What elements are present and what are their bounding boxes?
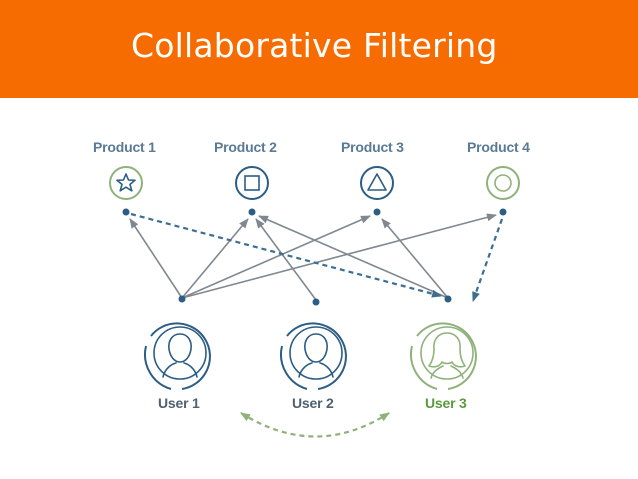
arrow-user3-product3 — [381, 218, 449, 299]
similarity-arrow-user1-user3 — [240, 412, 390, 438]
product-label-1: Product 1 — [93, 139, 156, 155]
arrow-user1-product2 — [181, 218, 249, 299]
user-node-1 — [178, 295, 186, 303]
male-user-icon — [280, 322, 347, 390]
triangle-icon — [360, 166, 394, 200]
product-label-2: Product 2 — [214, 139, 277, 155]
user-label-2: User 2 — [292, 395, 334, 411]
arrow-user1-product4 — [181, 213, 497, 299]
arrow-user1-product1 — [129, 218, 183, 299]
product-label-3: Product 3 — [341, 139, 404, 155]
arrow-user1-product3 — [181, 215, 371, 299]
header-bar: Collaborative Filtering — [0, 0, 638, 98]
circle-icon — [486, 166, 520, 200]
recommendation-arrow-product1-user3 — [130, 212, 442, 298]
slide-title: Collaborative Filtering — [131, 26, 498, 65]
arrow-user3-product2 — [258, 215, 449, 299]
product-node-2 — [248, 208, 256, 216]
square-icon — [235, 166, 269, 200]
female-user-icon — [410, 322, 477, 390]
user-node-2 — [312, 298, 320, 306]
user-label-1: User 1 — [158, 395, 200, 411]
arrow-user2-product2 — [255, 218, 317, 301]
male-user-icon — [144, 322, 211, 390]
user-label-3: User 3 — [425, 395, 467, 411]
product-label-4: Product 4 — [467, 139, 530, 155]
product-node-4 — [499, 208, 507, 216]
star-icon — [109, 166, 143, 200]
recommendation-arrow-product4-user3 — [471, 218, 504, 302]
user-node-3 — [444, 295, 452, 303]
product-node-1 — [122, 208, 130, 216]
product-node-3 — [373, 208, 381, 216]
